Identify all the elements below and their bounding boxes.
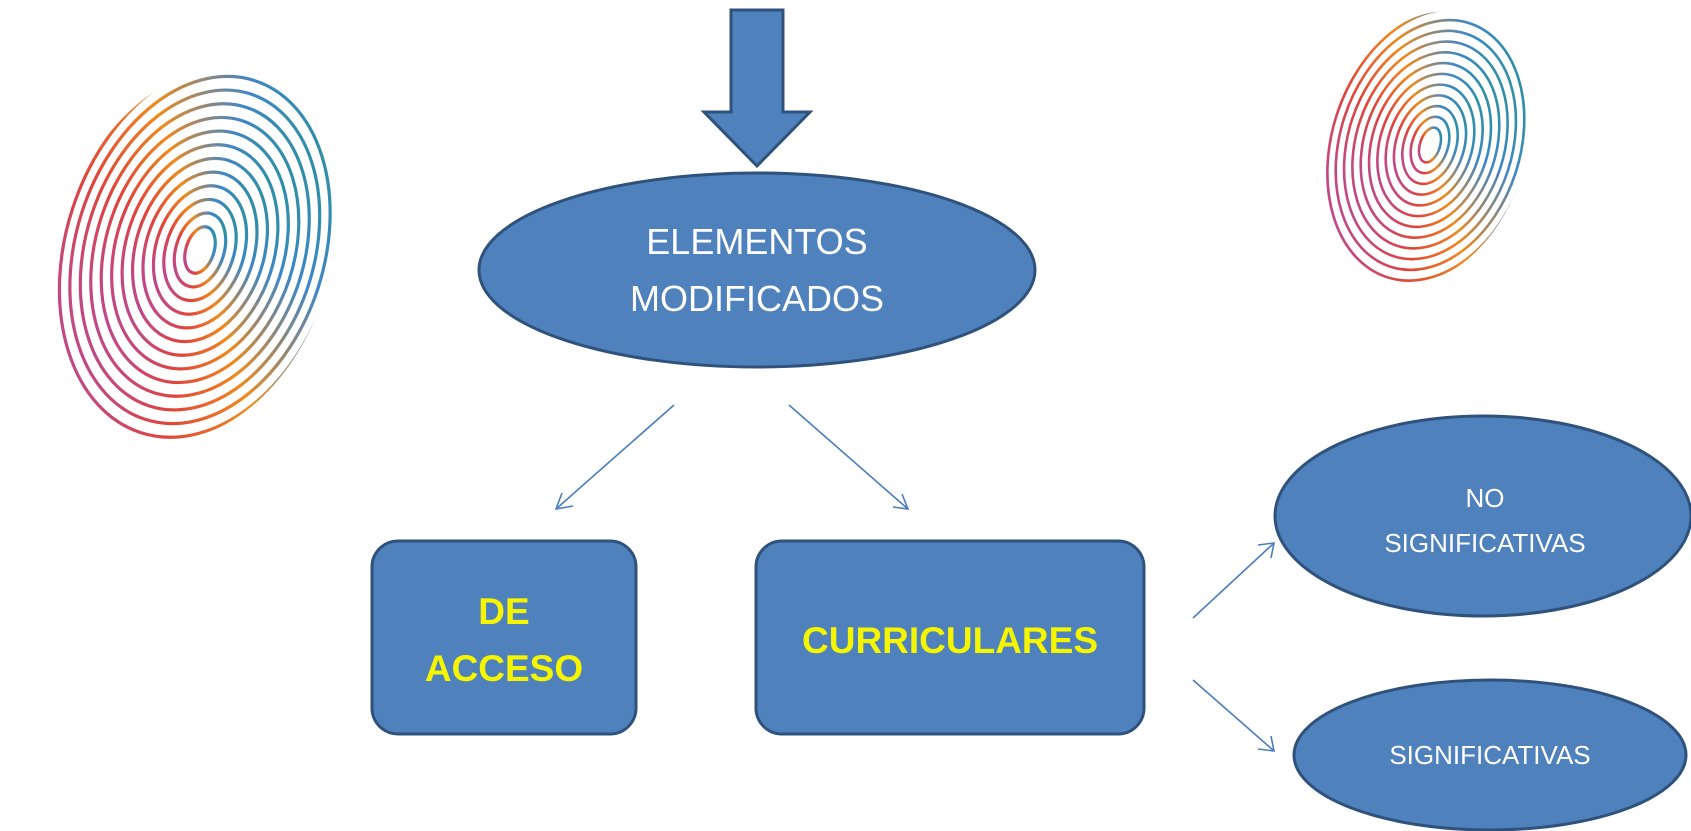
connector-arrowhead: [892, 493, 910, 510]
down-arrow: [700, 8, 814, 169]
node-curriculares: [754, 539, 1146, 736]
connector-to-de-acceso: [555, 404, 675, 510]
node-no-significativas: [1273, 414, 1691, 618]
node-significativas: [1292, 678, 1688, 831]
fingerprint-icon: [57, 61, 343, 439]
node-elementos-modificados: [477, 171, 1037, 369]
fingerprint-icon: [1326, 8, 1534, 282]
connector-arrowhead: [554, 492, 574, 511]
connector-arrowhead: [1257, 542, 1276, 559]
connector-to-curriculares: [788, 404, 909, 510]
connector-to-significativas: [1192, 679, 1275, 752]
connector-arrowhead: [1257, 735, 1276, 752]
connector-to-no-significativas: [1192, 542, 1275, 619]
node-de-acceso: [370, 539, 638, 736]
